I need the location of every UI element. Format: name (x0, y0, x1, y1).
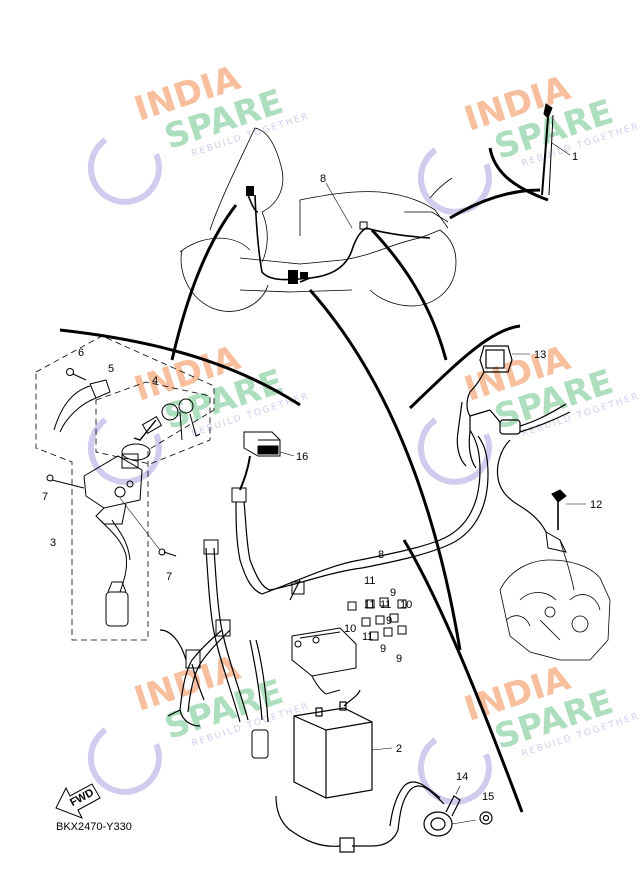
callout-4: 4 (152, 375, 158, 387)
callout-8a: 8 (320, 173, 326, 185)
part-3-main-switch (83, 443, 151, 627)
callout-14: 14 (456, 771, 468, 783)
part-1-clip (541, 103, 554, 196)
callout-7a: 7 (42, 491, 48, 503)
callout-9b: 9 (386, 615, 392, 627)
callout-11b: 11 (364, 599, 375, 611)
part-13-connector (456, 345, 571, 533)
fuse-set (347, 597, 407, 641)
drawing-code: BKX2470-Y330 (56, 821, 132, 833)
callout-8b: 8 (378, 549, 384, 561)
callout-11d: 11 (362, 631, 373, 643)
callout-3: 3 (50, 537, 56, 549)
harness-connector-upper (203, 539, 219, 555)
harness-on-scooter (247, 194, 431, 283)
leader-1 (551, 142, 571, 156)
callout-6: 6 (78, 347, 84, 359)
part-12-bolt (545, 489, 586, 553)
harness-connector (288, 270, 298, 284)
callout-16: 16 (296, 451, 308, 463)
callout-9a: 9 (390, 587, 396, 599)
harness-connector-top (246, 186, 254, 196)
fuse-box (291, 627, 357, 695)
callout-13: 13 (534, 349, 546, 361)
scooter-silhouette (179, 127, 457, 312)
callout-11c: 11 (380, 599, 391, 611)
callout-11a: 11 (364, 575, 375, 587)
harness-clamp (215, 619, 231, 637)
callout-7b: 7 (166, 571, 172, 583)
callout-12: 12 (590, 499, 602, 511)
callout-9d: 9 (396, 653, 402, 665)
harness-connector-right (359, 221, 368, 230)
callout-2: 2 (396, 743, 402, 755)
callout-5: 5 (108, 363, 114, 375)
part-15-nut (479, 811, 493, 825)
harness-connector-mid (291, 581, 305, 595)
part-7-screws (46, 474, 177, 557)
leader-8-top (325, 182, 353, 229)
harness-boot (251, 729, 269, 759)
callout-10b: 10 (344, 623, 356, 635)
part-16-relay (231, 431, 295, 503)
view-boundaries (59, 147, 549, 813)
engine-partial (499, 539, 611, 661)
harness-connector-lower (185, 649, 201, 669)
fwd-arrow: FWD (55, 783, 101, 819)
part-2-battery (293, 689, 393, 799)
part-6-screw (66, 368, 87, 381)
callout-9c: 9 (380, 643, 386, 655)
callout-10a: 10 (400, 599, 412, 611)
part-4-keys (133, 398, 201, 441)
callout-labels: 1 2 3 4 5 6 7 7 8 8 9 9 9 9 10 10 11 11 … (42, 151, 602, 803)
dashed-group-3 (35, 335, 215, 641)
harness-connector-small (300, 272, 308, 278)
part-14-horn (275, 781, 477, 853)
part-5-bracket (53, 379, 111, 433)
callout-1: 1 (572, 151, 578, 163)
callout-15: 15 (482, 791, 494, 803)
